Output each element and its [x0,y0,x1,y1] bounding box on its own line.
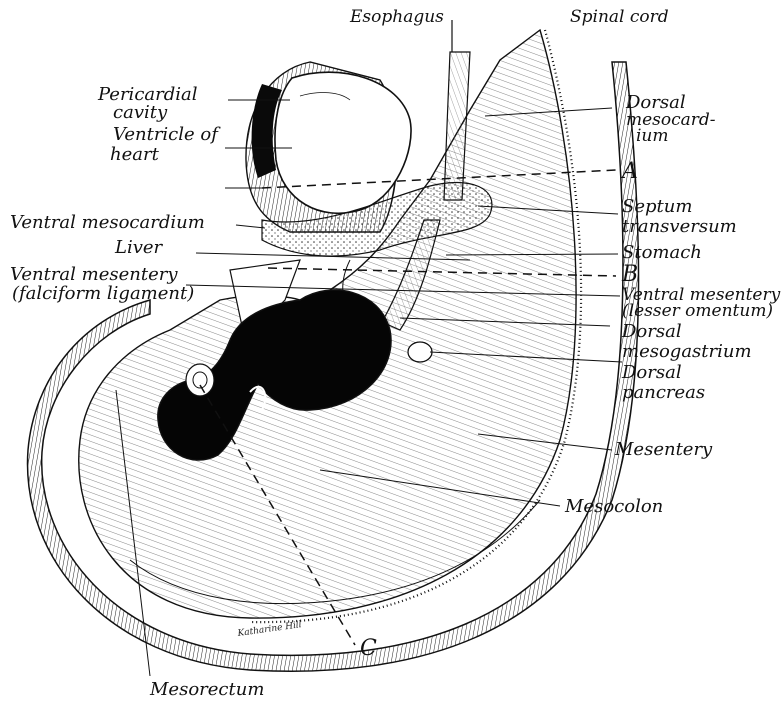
label-septum-transversum-2: transversum [622,216,737,237]
label-dorsal-pancreas-2: pancreas [622,382,705,403]
label-dorsal-mesogastrium: Dorsal [621,321,682,342]
label-plane-c: C [360,636,377,661]
label-dorsal-mesogastrium-2: mesogastrium [622,341,752,362]
artist-signature: Katharine Hill [236,620,302,639]
label-mesorectum: Mesorectum [149,679,264,700]
label-pericardial-cavity-2: cavity [113,102,168,123]
label-ventral-mesocardium: Ventral mesocardium [10,212,205,233]
label-ventral-mesentery-falciform-2: (falciform ligament) [12,283,194,304]
label-mesocolon: Mesocolon [564,496,663,517]
label-spinal-cord: Spinal cord [570,7,669,27]
label-esophagus: Esophagus [349,7,444,27]
label-dorsal-pancreas: Dorsal [621,362,682,383]
label-mesentery: Mesentery [614,439,713,460]
label-ventral-mesentery-lesser-omentum-2: (lesser omentum) [622,301,773,321]
label-septum-transversum: Septum [622,196,692,217]
label-plane-b: B [621,262,638,287]
label-dorsal-mesocardium-3: ium [636,126,669,146]
label-ventricle-of-heart-2: heart [110,144,160,165]
label-ventral-mesentery-falciform: Ventral mesentery [10,264,178,285]
label-plane-a: A [620,159,638,184]
label-liver: Liver [114,237,164,258]
label-ventricle-of-heart: Ventricle of [113,124,221,145]
label-stomach: Stomach [622,242,702,263]
